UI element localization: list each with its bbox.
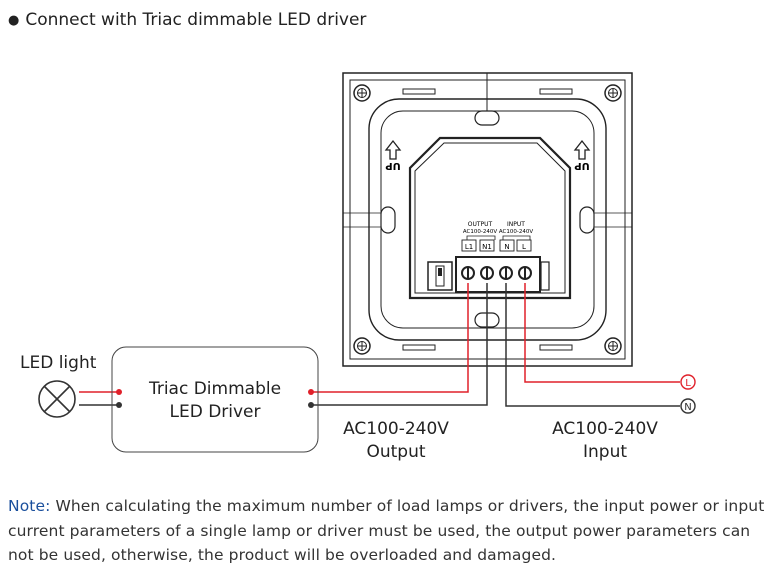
input-label: AC100-240V Input	[535, 418, 675, 464]
screw-icon	[604, 84, 622, 102]
note-paragraph: Note: When calculating the maximum numbe…	[8, 494, 778, 568]
input-live-wire	[524, 283, 680, 383]
input-text: Input	[582, 442, 628, 462]
section-heading: ● Connect with Triac dimmable LED driver	[8, 10, 366, 30]
input-voltage: AC100-240V	[552, 419, 658, 439]
led-light-label: LED light	[20, 353, 97, 373]
heading-text: Connect with Triac dimmable LED driver	[25, 10, 367, 30]
pin-label-l1: L1	[465, 243, 473, 251]
lamp-icon	[38, 380, 76, 418]
driver-label-line1: Triac Dimmable	[148, 379, 282, 399]
input-neutral-wire	[505, 283, 680, 407]
screw-icon	[353, 84, 371, 102]
corner-screws	[353, 84, 622, 355]
up-marker-right: UP	[573, 139, 591, 171]
screw-icon	[353, 337, 371, 355]
driver-label-line2: LED Driver	[169, 402, 261, 422]
screw-icon	[604, 337, 622, 355]
output-live-wire	[311, 283, 469, 393]
neutral-marker: N	[680, 398, 696, 414]
pin-label-l: L	[522, 243, 526, 251]
led-driver-box	[111, 346, 319, 453]
output-label: AC100-240V Output	[326, 418, 466, 464]
output-voltage: AC100-240V	[343, 419, 449, 439]
pin-label-n: N	[504, 243, 509, 251]
neutral-marker-text: N	[684, 402, 691, 413]
output-neutral-wire	[311, 283, 488, 406]
input-title: INPUT	[507, 221, 525, 228]
output-title: OUTPUT	[468, 221, 493, 228]
live-marker-text: L	[685, 378, 691, 389]
output-text: Output	[366, 442, 426, 462]
wiring	[79, 283, 680, 407]
bullet-icon: ●	[8, 13, 20, 28]
live-marker: L	[680, 374, 696, 390]
up-marker-text: UP	[574, 160, 589, 171]
output-range: AC100-240V	[463, 229, 497, 235]
terminal-block: OUTPUT AC100-240V INPUT AC100-240V L1 N1…	[427, 221, 550, 293]
note-label: Note:	[8, 497, 51, 515]
pin-label-n1: N1	[482, 243, 492, 251]
up-marker-text: UP	[385, 160, 400, 171]
input-range: AC100-240V	[499, 229, 533, 235]
note-text: When calculating the maximum number of l…	[8, 497, 765, 564]
junction-dots	[116, 389, 314, 408]
up-marker-left: UP	[384, 139, 402, 171]
driver-label: Triac Dimmable LED Driver	[112, 378, 318, 424]
